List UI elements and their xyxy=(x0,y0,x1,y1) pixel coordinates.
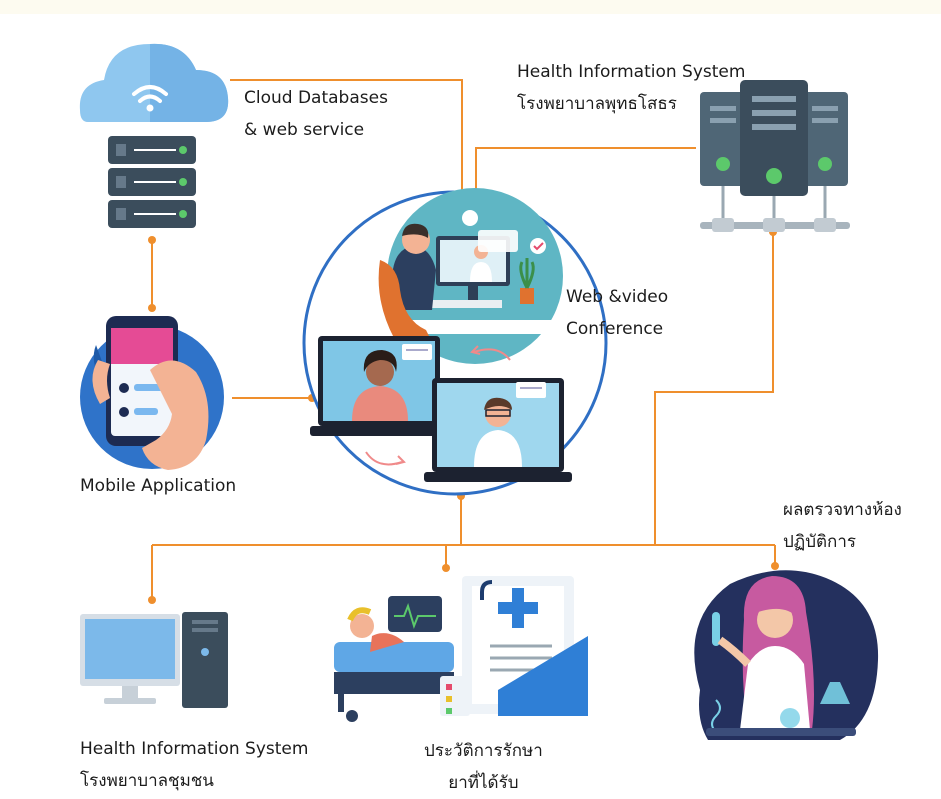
cloud-to-video-line xyxy=(230,79,463,197)
vitals-monitor xyxy=(388,596,442,632)
pc-tower xyxy=(182,612,228,708)
mobile-app-icon xyxy=(80,316,224,470)
lab-results-label-line1: ผลตรวจทางห้อง xyxy=(783,500,902,520)
patient-bed xyxy=(334,642,454,672)
video-conference-illustration xyxy=(302,188,608,496)
mobile-app-label-text: Mobile Application xyxy=(80,476,237,496)
hospital-server-rack-icon xyxy=(700,80,850,232)
video-conference-label-line1: Web &video xyxy=(566,287,669,307)
records-label-line2: ยาที่ได้รับ xyxy=(448,773,519,793)
records-label-line1: ประวัติการรักษา xyxy=(424,741,543,761)
his-to-video-line xyxy=(475,147,696,197)
laptop-woman xyxy=(310,336,448,436)
community-computer-icon xyxy=(80,612,228,708)
cloud-label: Cloud Databases & web service xyxy=(244,82,388,146)
his-community-label-line1: Health Information System xyxy=(80,739,309,759)
his-community-label-line2: โรงพยาบาลชุมชน xyxy=(80,771,214,791)
records-label: ประวัติการรักษา ยาที่ได้รับ xyxy=(424,735,543,799)
mobile-app-label: Mobile Application xyxy=(80,470,236,502)
lab-scientist-icon xyxy=(694,570,879,740)
connector-lines xyxy=(151,79,776,600)
cloud-server-icon xyxy=(79,43,229,228)
database-server-icon xyxy=(108,136,196,228)
his-hospital-label: Health Information System โรงพยาบาลพุทธโ… xyxy=(517,56,745,120)
cloud-icon xyxy=(79,43,229,122)
his-hospital-label-line1: Health Information System xyxy=(517,62,746,82)
medical-records-icon xyxy=(334,576,588,722)
lab-results-label: ผลตรวจทางห้อง ปฏิบัติการ xyxy=(783,494,902,558)
his-hospital-label-line2: โรงพยาบาลพุทธโสธร xyxy=(517,94,677,114)
cloud-label-line1: Cloud Databases xyxy=(244,88,388,108)
laptop-doctor xyxy=(424,378,572,482)
his-community-label: Health Information System โรงพยาบาลชุมชน xyxy=(80,733,308,797)
cloud-label-line2: & web service xyxy=(244,120,365,140)
video-conference-label-line2: Conference xyxy=(566,319,664,339)
lab-results-label-line2: ปฏิบัติการ xyxy=(783,532,857,552)
top-band xyxy=(0,0,941,14)
video-conference-label: Web &video Conference xyxy=(566,281,668,345)
his-to-lab-line xyxy=(654,232,774,545)
test-tube xyxy=(712,612,720,646)
